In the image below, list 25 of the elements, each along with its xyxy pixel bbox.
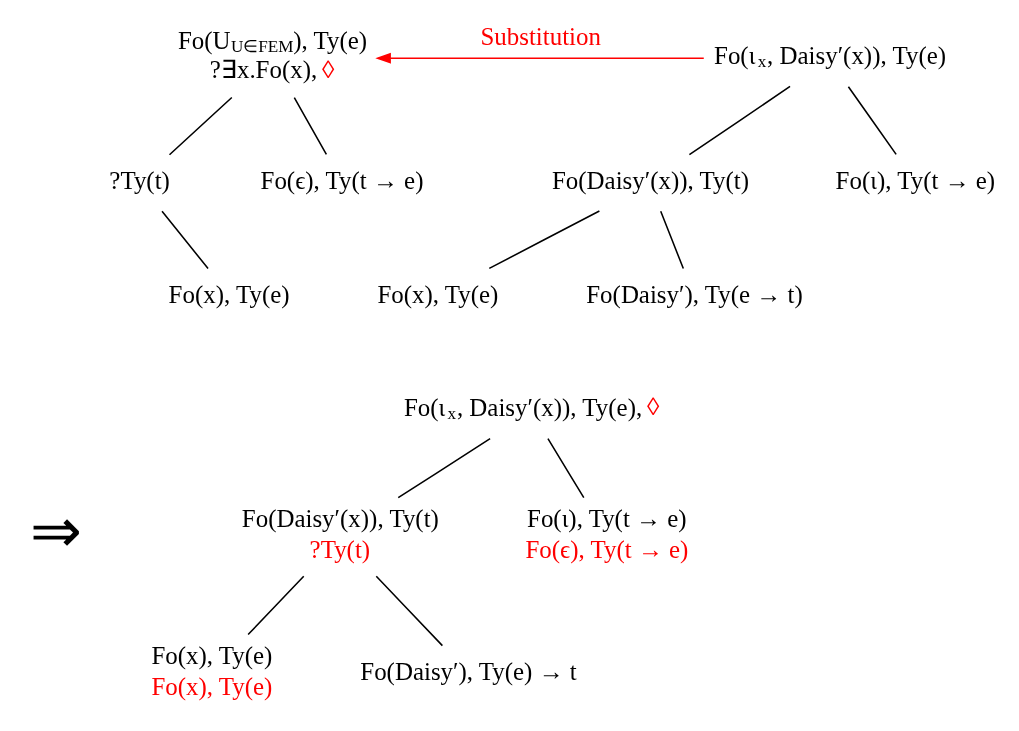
node-text: Fo(x), Ty(e): [377, 280, 499, 308]
node-text: Fo(x), Ty(e) Fo(x), Ty(e): [151, 641, 273, 700]
node-text: Fo(Daisy′(x)), Ty(t) ?Ty(t): [241, 504, 439, 563]
node-text: Fo(Daisy′), Ty(e) → t: [360, 657, 577, 685]
connector: [688, 85, 791, 155]
connector: [488, 209, 601, 269]
node-text: Fo(ϵ), Ty(t → e): [260, 166, 424, 194]
connector: [547, 437, 585, 498]
connector: [847, 85, 897, 155]
connector: [247, 575, 305, 635]
edge-label: Substitution: [480, 22, 601, 50]
connector: [293, 96, 328, 155]
node-text: Fo(ι), Ty(t → e): [835, 166, 996, 194]
node-text: ?Ty(t): [109, 166, 170, 194]
node-text: Fo(Daisy′(x)), Ty(t): [551, 166, 750, 194]
connector: [397, 437, 491, 498]
label: ⇒: [30, 495, 83, 565]
node-text: Fo(ι), Ty(t → e) Fo(ϵ), Ty(t → e): [525, 504, 689, 563]
arrow: [375, 52, 705, 64]
node-text: Fo(Daisy′), Ty(e → t): [586, 280, 803, 308]
connector: [161, 209, 209, 269]
node-text: Fo(x), Ty(e): [168, 280, 290, 308]
connector: [659, 209, 685, 269]
connector: [375, 575, 444, 646]
connector: [168, 96, 233, 155]
